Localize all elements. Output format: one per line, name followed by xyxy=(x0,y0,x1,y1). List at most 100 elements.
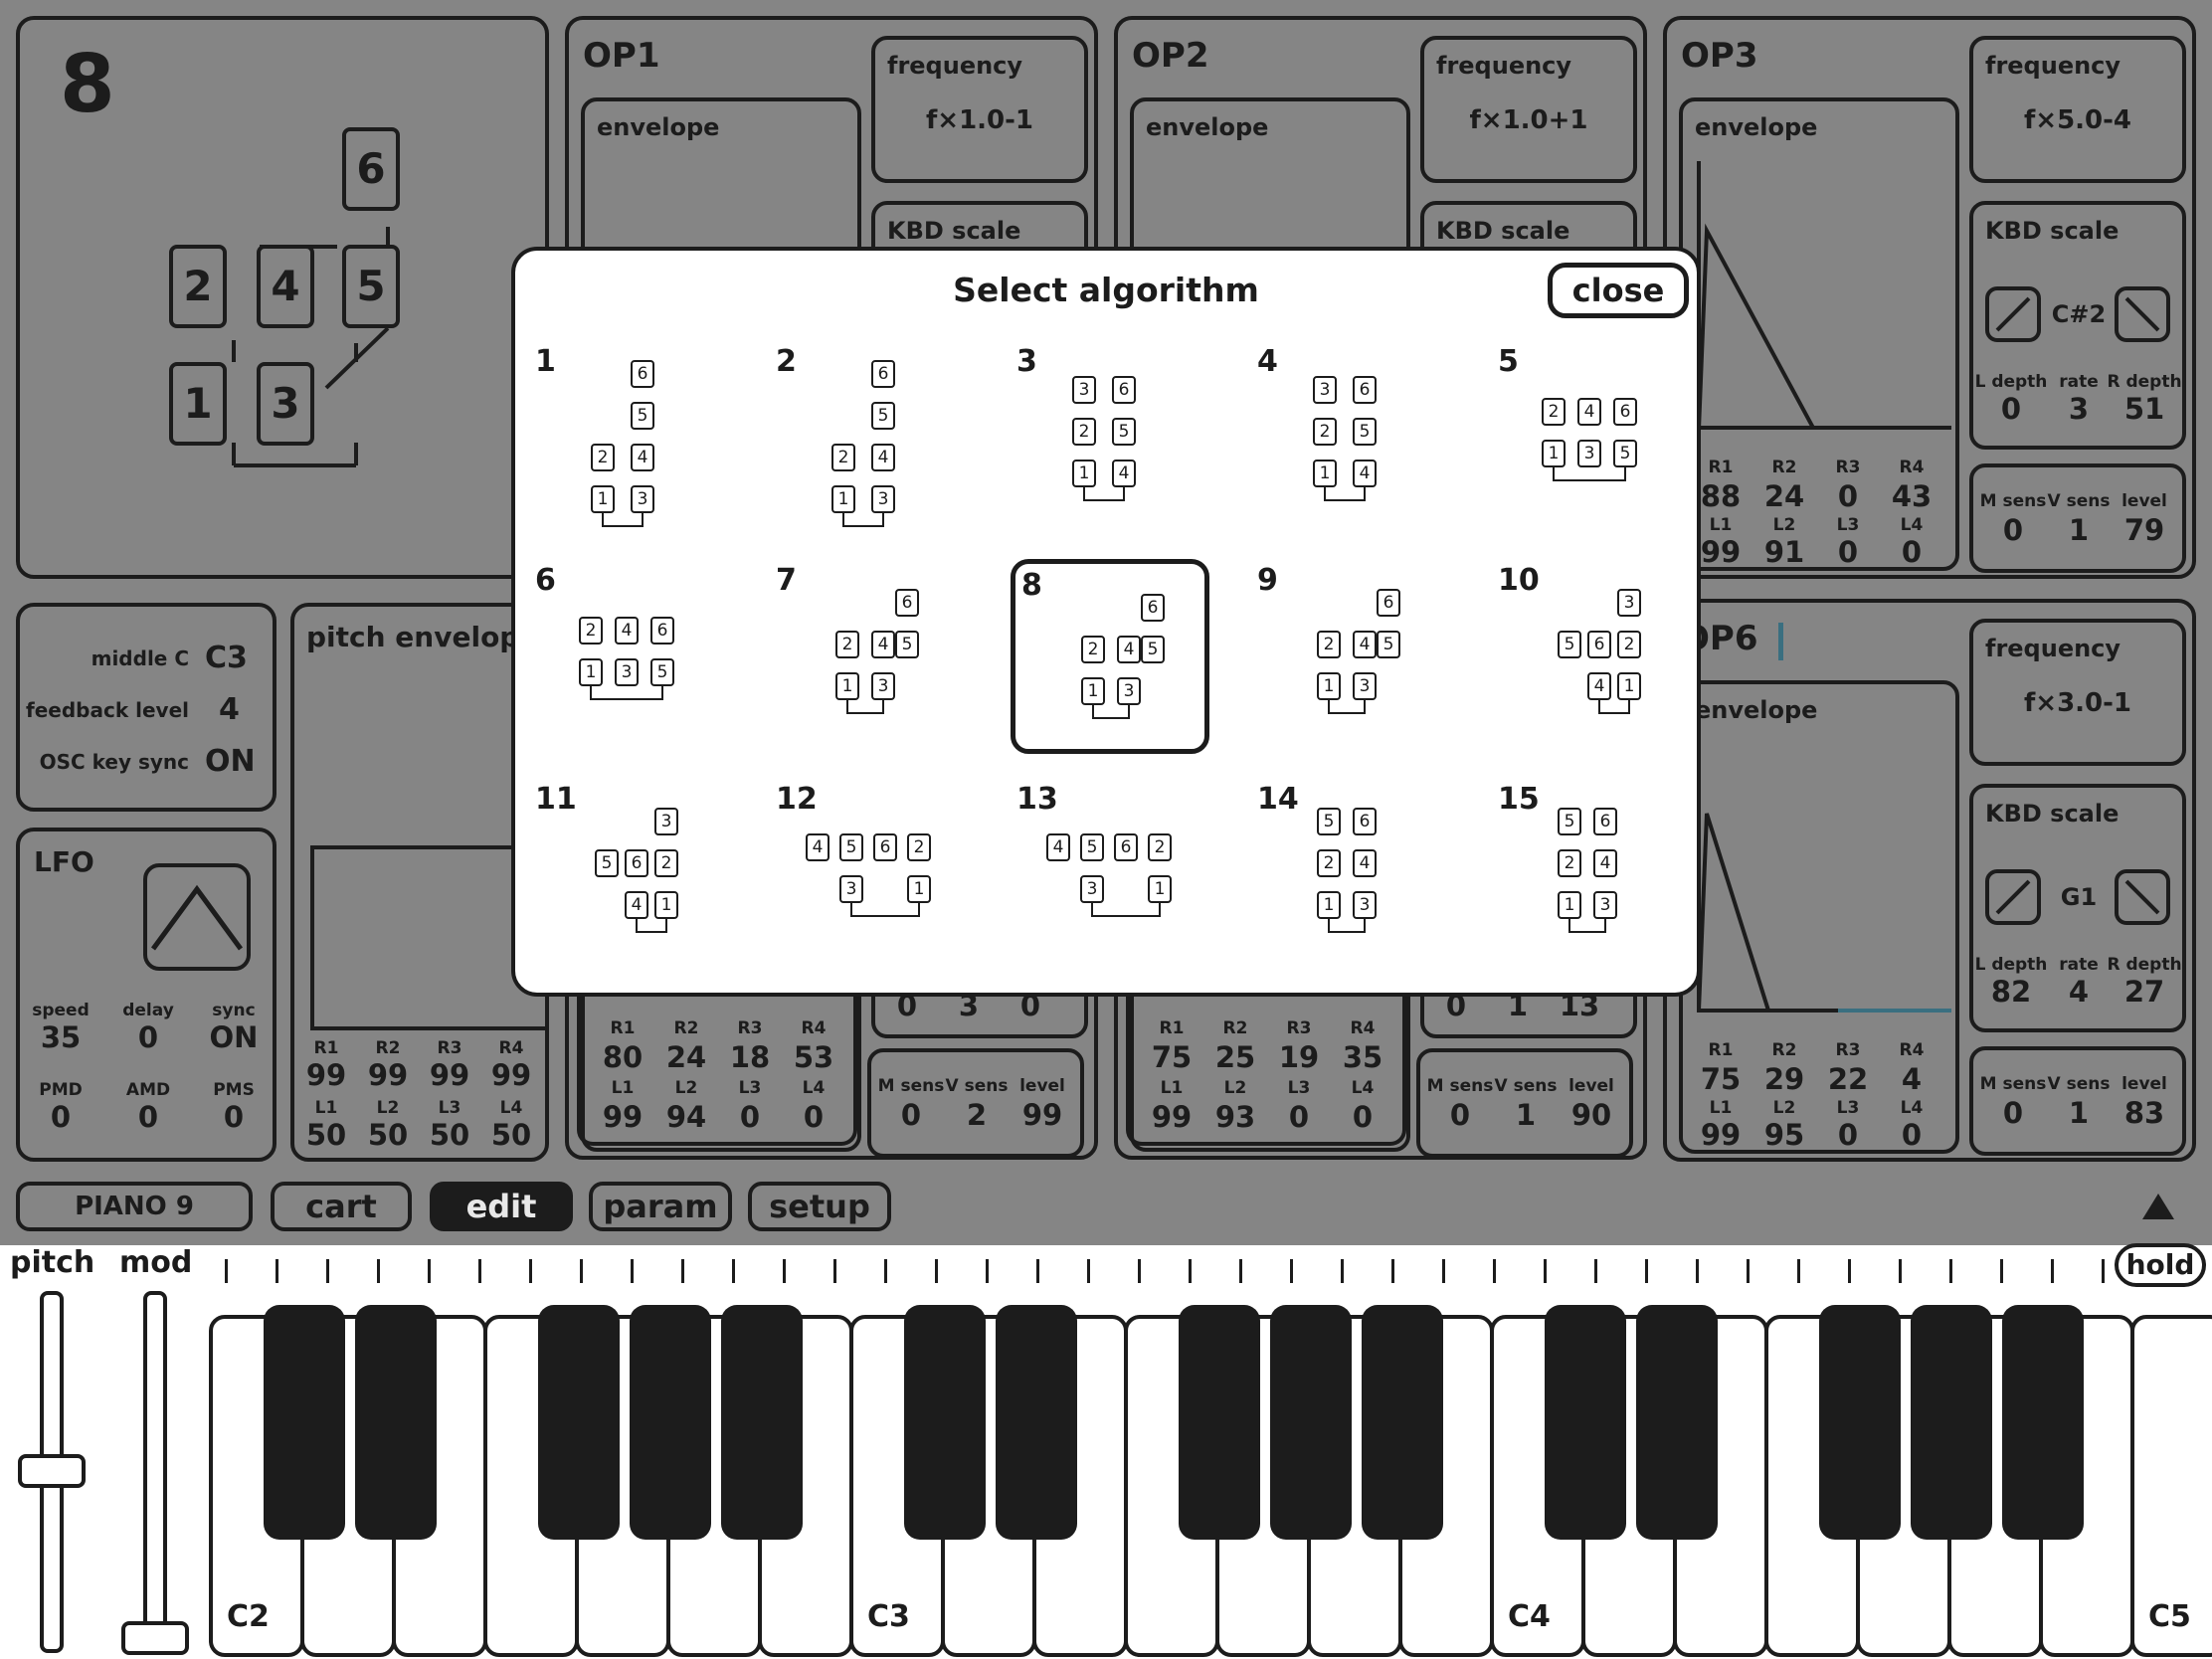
op3-break-point[interactable]: C#2 xyxy=(2051,300,2107,328)
left-curve-icon[interactable] xyxy=(1985,286,2041,342)
op4-r2[interactable]: 24 xyxy=(665,1040,707,1074)
op6-level[interactable]: 83 xyxy=(2123,1096,2165,1130)
black-key[interactable] xyxy=(264,1305,345,1540)
lfo-speed[interactable]: 35 xyxy=(40,1020,82,1054)
op6-r1[interactable]: 75 xyxy=(1700,1062,1742,1096)
pitch-l4[interactable]: 50 xyxy=(490,1118,532,1152)
lfo-delay[interactable]: 0 xyxy=(137,1020,159,1054)
op3-r3[interactable]: 0 xyxy=(1837,479,1859,513)
op4-m-sens[interactable]: 0 xyxy=(900,1098,922,1132)
pitch-r4[interactable]: 99 xyxy=(490,1058,532,1092)
pitch-wheel-handle[interactable] xyxy=(18,1454,86,1488)
hold-button[interactable]: hold xyxy=(2115,1243,2206,1287)
black-key[interactable] xyxy=(1636,1305,1718,1540)
pitch-l2[interactable]: 50 xyxy=(367,1118,409,1152)
op6-panel[interactable]: OP6 envelope R1 R2 R3 R4 75 29 22 4 L1 L… xyxy=(1663,599,2196,1162)
op6-r2[interactable]: 29 xyxy=(1763,1062,1805,1096)
op3-sens[interactable]: M sens V sens level 0 1 79 xyxy=(1969,463,2186,573)
op5-l3[interactable]: 0 xyxy=(1288,1100,1310,1134)
op6-kbd-scale[interactable]: KBD scale G1 L depth rate R depth 82 4 2… xyxy=(1969,784,2186,1032)
lfo-pmd[interactable]: 0 xyxy=(50,1100,72,1134)
op6-l-depth[interactable]: 82 xyxy=(1990,975,2032,1009)
op5-envelope-lower[interactable] xyxy=(1126,987,1406,1146)
black-key[interactable] xyxy=(1545,1305,1626,1540)
op4-l4[interactable]: 0 xyxy=(803,1100,825,1134)
black-key[interactable] xyxy=(1819,1305,1901,1540)
op5-m-sens[interactable]: 0 xyxy=(1449,1098,1471,1132)
op3-l4[interactable]: 0 xyxy=(1901,535,1923,569)
op4-sens[interactable]: M sens V sens level 0 2 99 xyxy=(867,1048,1084,1158)
op6-l2[interactable]: 95 xyxy=(1763,1118,1805,1152)
tab-setup[interactable]: setup xyxy=(748,1182,891,1231)
op4-l1[interactable]: 99 xyxy=(602,1100,644,1134)
left-curve-icon[interactable] xyxy=(1985,869,2041,925)
lfo-sync[interactable]: ON xyxy=(209,1020,259,1054)
op3-v-sens[interactable]: 1 xyxy=(2068,513,2090,547)
black-key[interactable] xyxy=(2002,1305,2084,1540)
op2-frequency[interactable]: frequency f×1.0+1 xyxy=(1420,36,1637,183)
op4-level[interactable]: 99 xyxy=(1021,1098,1063,1132)
op4-r1[interactable]: 80 xyxy=(602,1040,644,1074)
op5-l1[interactable]: 99 xyxy=(1151,1100,1193,1134)
op5-l2[interactable]: 93 xyxy=(1214,1100,1256,1134)
op4-r4[interactable]: 53 xyxy=(793,1040,834,1074)
op3-r4[interactable]: 43 xyxy=(1891,479,1933,513)
osc-key-sync-value[interactable]: ON xyxy=(205,744,256,779)
black-key[interactable] xyxy=(538,1305,620,1540)
op6-l4[interactable]: 0 xyxy=(1901,1118,1923,1152)
op5-kbd-rate[interactable]: 1 xyxy=(1507,989,1529,1022)
op6-r4[interactable]: 4 xyxy=(1901,1062,1923,1096)
op5-level[interactable]: 90 xyxy=(1570,1098,1612,1132)
op5-r3[interactable]: 19 xyxy=(1278,1040,1320,1074)
lfo-wave-triangle-icon[interactable] xyxy=(143,863,251,971)
op1-frequency[interactable]: frequency f×1.0-1 xyxy=(871,36,1088,183)
pitch-r1[interactable]: 99 xyxy=(305,1058,347,1092)
op5-sens[interactable]: M sens V sens level 0 1 90 xyxy=(1416,1048,1633,1158)
op6-sens[interactable]: M sens V sens level 0 1 83 xyxy=(1969,1046,2186,1156)
op6-r-depth[interactable]: 27 xyxy=(2123,975,2165,1009)
op3-kbd-scale[interactable]: KBD scale C#2 L depth rate R depth 0 3 5… xyxy=(1969,201,2186,450)
op3-rate[interactable]: 3 xyxy=(2068,392,2090,426)
tab-cart[interactable]: cart xyxy=(271,1182,412,1231)
op6-rate[interactable]: 4 xyxy=(2068,975,2090,1009)
op5-v-sens[interactable]: 1 xyxy=(1515,1098,1537,1132)
black-key[interactable] xyxy=(1270,1305,1352,1540)
op3-l1[interactable]: 99 xyxy=(1700,535,1742,569)
right-curve-icon[interactable] xyxy=(2115,869,2170,925)
middle-c-value[interactable]: C3 xyxy=(205,641,248,675)
global-settings[interactable]: middle C C3 feedback level 4 OSC key syn… xyxy=(16,603,276,812)
op6-r3[interactable]: 22 xyxy=(1827,1062,1869,1096)
pitch-r2[interactable]: 99 xyxy=(367,1058,409,1092)
black-key[interactable] xyxy=(1179,1305,1260,1540)
op5-r4[interactable]: 35 xyxy=(1342,1040,1383,1074)
op3-l2[interactable]: 91 xyxy=(1763,535,1805,569)
op6-v-sens[interactable]: 1 xyxy=(2068,1096,2090,1130)
keyboard-toggle-triangle-icon[interactable] xyxy=(2138,1190,2178,1223)
op4-envelope-lower[interactable] xyxy=(577,987,857,1146)
black-key[interactable] xyxy=(1911,1305,1992,1540)
lfo-amd[interactable]: 0 xyxy=(137,1100,159,1134)
lfo-pms[interactable]: 0 xyxy=(223,1100,245,1134)
mod-wheel-handle[interactable] xyxy=(121,1621,189,1655)
op3-l-depth[interactable]: 0 xyxy=(2000,392,2022,426)
algorithm-panel[interactable]: 8 6 2 4 5 1 3 xyxy=(16,16,549,579)
close-button[interactable]: close xyxy=(1548,263,1689,318)
feedback-level-value[interactable]: 4 xyxy=(219,692,240,727)
op3-l3[interactable]: 0 xyxy=(1837,535,1859,569)
lfo-panel[interactable]: LFO speed delay sync 35 0 ON PMD AMD PMS… xyxy=(16,828,276,1162)
black-key[interactable] xyxy=(904,1305,986,1540)
op3-m-sens[interactable]: 0 xyxy=(2002,513,2024,547)
op5-r2[interactable]: 25 xyxy=(1214,1040,1256,1074)
op6-m-sens[interactable]: 0 xyxy=(2002,1096,2024,1130)
